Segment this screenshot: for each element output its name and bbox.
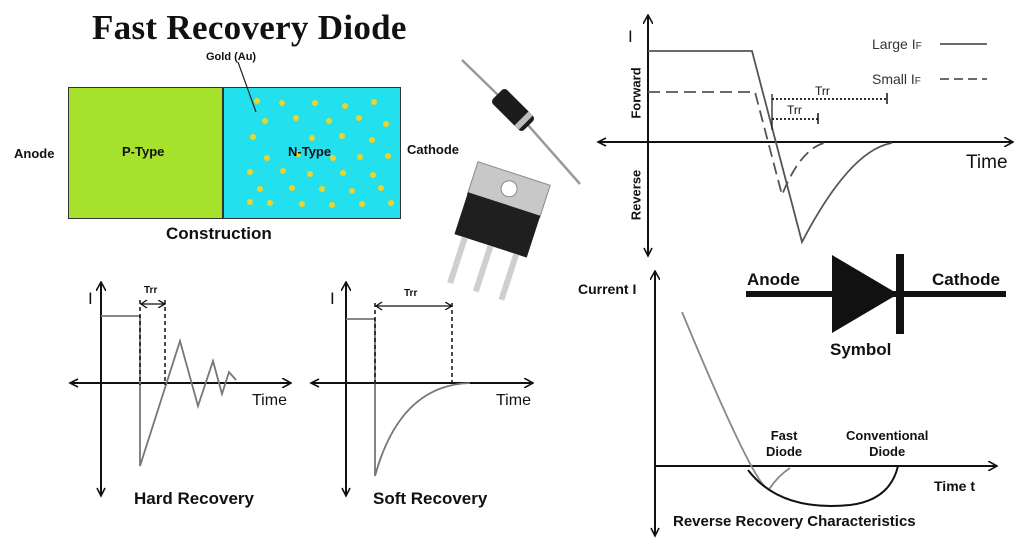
hard-y-label: I xyxy=(88,289,93,308)
hard-x-label: Time xyxy=(252,392,287,409)
gold-dot xyxy=(247,199,253,205)
symbol-caption: Symbol xyxy=(830,340,892,359)
hard-trr-label: Trr xyxy=(144,285,158,296)
soft-recovery-caption: Soft Recovery xyxy=(373,489,488,508)
gold-dot xyxy=(329,202,335,208)
gold-dot xyxy=(342,103,348,109)
page-title: Fast Recovery Diode xyxy=(92,8,407,47)
gold-dot xyxy=(371,99,377,105)
rr-y-label: Current I xyxy=(578,281,637,297)
gold-dot xyxy=(357,154,363,160)
cathode-label: Cathode xyxy=(407,142,459,157)
anode-label: Anode xyxy=(14,146,55,161)
gold-dot xyxy=(309,135,315,141)
legend-small-if: Small IF xyxy=(872,71,921,87)
gold-dot xyxy=(267,200,273,206)
gold-dot xyxy=(254,98,260,104)
gold-dot xyxy=(388,200,394,206)
gold-dot xyxy=(385,153,391,159)
p-type-label: P-Type xyxy=(122,144,165,159)
symbol-cathode-label: Cathode xyxy=(932,270,1000,289)
gold-label: Gold (Au) xyxy=(206,51,257,63)
gold-dot xyxy=(349,188,355,194)
gold-dot xyxy=(307,171,313,177)
gold-dot xyxy=(264,155,270,161)
gold-dot xyxy=(279,100,285,106)
trr-long-label: Trr xyxy=(815,84,830,98)
gold-dot xyxy=(312,100,318,106)
gold-dot xyxy=(295,151,301,157)
gold-dot xyxy=(330,155,336,161)
n-type-label: N-Type xyxy=(288,144,332,159)
gold-dot xyxy=(378,185,384,191)
gold-dot xyxy=(326,118,332,124)
soft-y-label: I xyxy=(330,289,335,308)
gold-dot xyxy=(280,168,286,174)
top-graph-y-label: I xyxy=(628,27,633,46)
hard-recovery-caption: Hard Recovery xyxy=(134,489,255,508)
gold-dot xyxy=(247,169,253,175)
legend-large-if: Large IF xyxy=(872,36,922,52)
gold-dot xyxy=(319,186,325,192)
gold-dot xyxy=(383,121,389,127)
trr-short-label: Trr xyxy=(787,103,802,117)
gold-dot xyxy=(356,115,362,121)
symbol-anode-label: Anode xyxy=(747,270,800,289)
top-graph-x-label: Time xyxy=(966,152,1008,173)
p-type-region xyxy=(68,87,223,219)
rr-x-label: Time t xyxy=(934,478,975,494)
gold-dot xyxy=(370,172,376,178)
rr-caption: Reverse Recovery Characteristics xyxy=(673,513,916,530)
gold-dot xyxy=(359,201,365,207)
gold-dot xyxy=(289,185,295,191)
gold-dot xyxy=(340,170,346,176)
gold-dot xyxy=(257,186,263,192)
gold-dot xyxy=(369,137,375,143)
construction-caption: Construction xyxy=(166,224,272,243)
gold-dot xyxy=(339,133,345,139)
gold-dot xyxy=(293,115,299,121)
gold-dot xyxy=(262,118,268,124)
soft-x-label: Time xyxy=(496,392,531,409)
soft-trr-label: Trr xyxy=(404,288,418,299)
gold-dot xyxy=(299,201,305,207)
gold-dot xyxy=(250,134,256,140)
n-type-region xyxy=(223,87,401,219)
